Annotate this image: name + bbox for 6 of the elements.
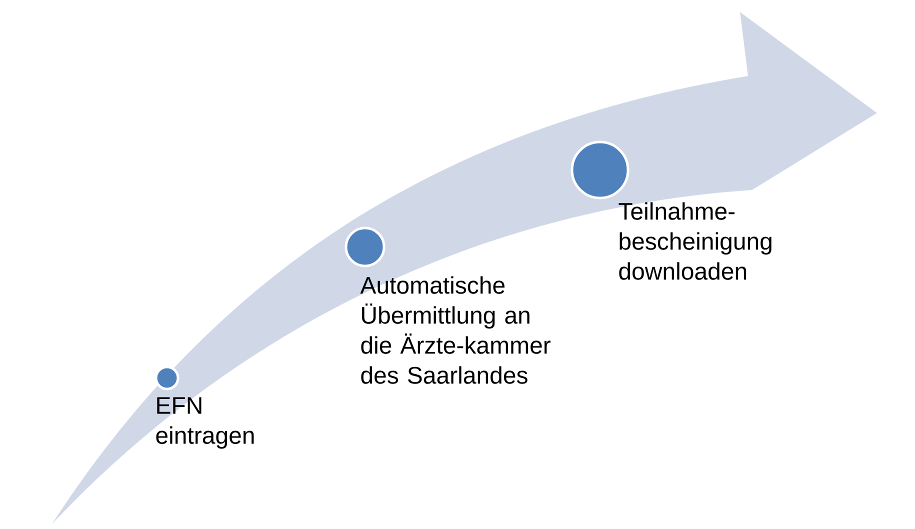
step-dot <box>154 366 180 390</box>
step-caption: Automatische Übermittlung an die Ärzte-kammer des Saarlandes <box>360 276 550 384</box>
step-dot <box>570 140 630 200</box>
step-caption: EFN eintragen <box>156 397 254 449</box>
step-caption: Teilnahme-bescheinigung downloaden <box>618 202 772 280</box>
step-dot <box>344 226 386 268</box>
